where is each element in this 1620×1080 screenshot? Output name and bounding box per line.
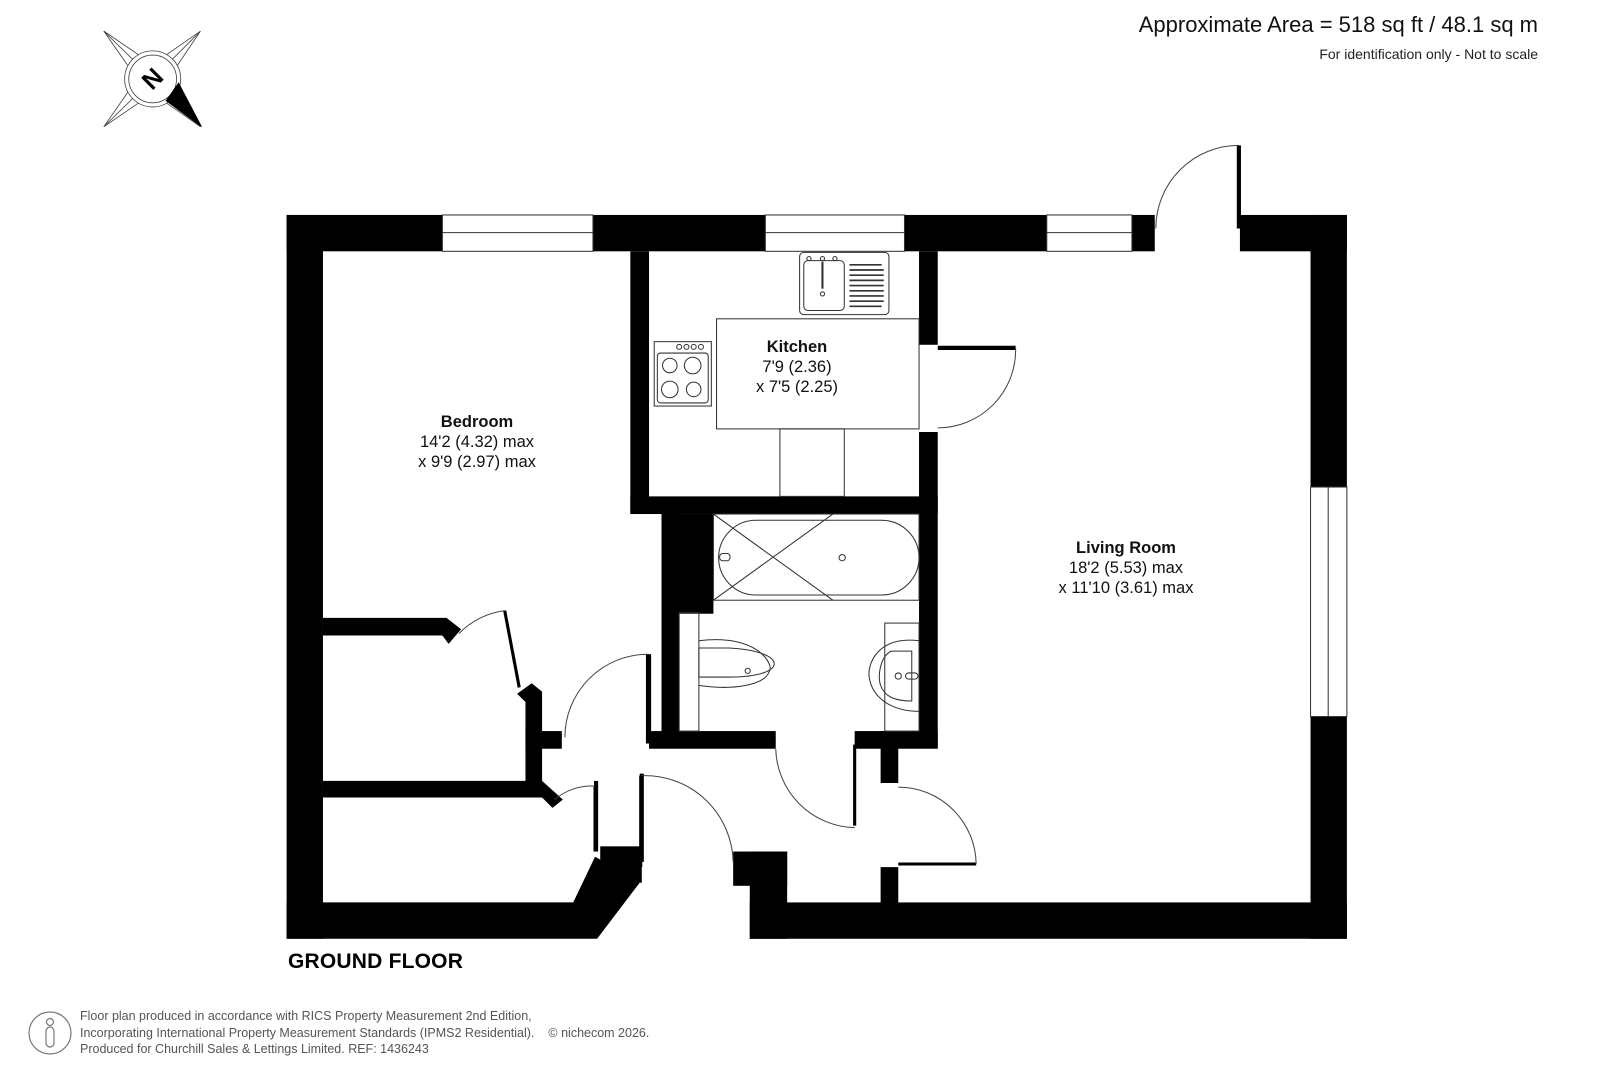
room-dimension: x 7'5 (2.25) [755,378,839,396]
bathroom-fixtures [678,513,920,732]
footer-line-3: Produced for Churchill Sales & Lettings … [80,1042,429,1056]
footer-line-1: Floor plan produced in accordance with R… [80,1009,532,1023]
room-dimension: x 11'10 (3.61) max [1058,579,1194,597]
room-dimension: 18'2 (5.53) max [1068,559,1184,577]
footer-standards: Incorporating International Property Mea… [80,1025,535,1040]
approximate-area: Approximate Area = 518 sq ft / 48.1 sq m [1138,12,1538,37]
room-dimension: x 9'9 (2.97) max [418,453,536,471]
kitchen-fixtures [653,251,920,497]
toilet-icon [698,639,775,688]
room-label-living-room: Living Room 18'2 (5.53) max x 11'10 (3.6… [1059,538,1194,598]
room-dimension: 7'9 (2.36) [762,358,832,376]
hob-icon [653,341,712,407]
footer-line-2: Incorporating International Property Mea… [80,1025,649,1042]
windows [441,214,1348,718]
room-name: Kitchen [766,338,828,356]
room-name: Bedroom [440,413,514,431]
footer-credits: Floor plan produced in accordance with R… [80,1008,649,1058]
room-label-bedroom: Bedroom 14'2 (4.32) max x 9'9 (2.97) max [418,412,536,472]
walls [286,214,1347,939]
person-icon [28,1011,72,1055]
north-compass-icon: N [103,30,202,128]
copyright: © nichecom 2026. [548,1025,650,1040]
sink-drainer-icon [799,251,890,316]
disclaimer: For identification only - Not to scale [1319,46,1538,62]
room-name: Living Room [1076,539,1176,557]
room-label-kitchen: Kitchen 7'9 (2.36) x 7'5 (2.25) [756,337,838,397]
floor-label: GROUND FLOOR [288,950,464,973]
bath-icon [712,513,920,601]
doors [458,144,1241,868]
room-dimension: 14'2 (4.32) max [419,433,535,451]
washbasin-icon [868,622,920,732]
